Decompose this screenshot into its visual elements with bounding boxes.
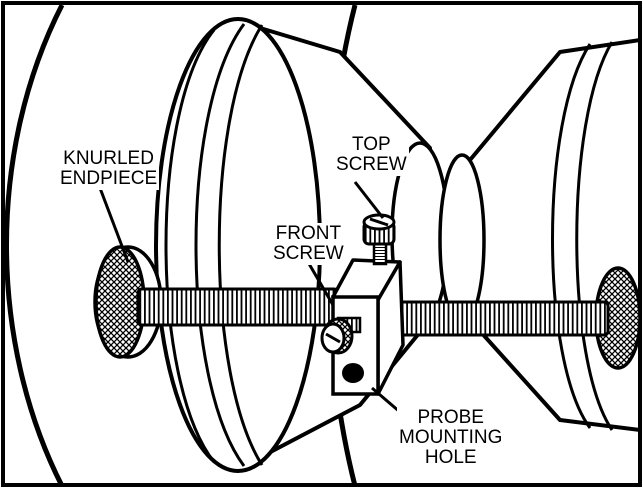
probe-block [331, 258, 405, 396]
front-screw [320, 316, 362, 355]
left-outer-ring [4, 3, 65, 488]
probe-mounting-hole [342, 363, 364, 383]
leader-lines [98, 181, 401, 414]
front-screw-label: FRONT SCREW [271, 223, 346, 265]
top-screw-label: TOP SCREW [334, 134, 409, 176]
probe-mounting-hole-label: PROBE MOUNTING HOLE [397, 407, 505, 469]
knurled-endpiece-label: KNURLED ENDPIECE [58, 148, 160, 190]
